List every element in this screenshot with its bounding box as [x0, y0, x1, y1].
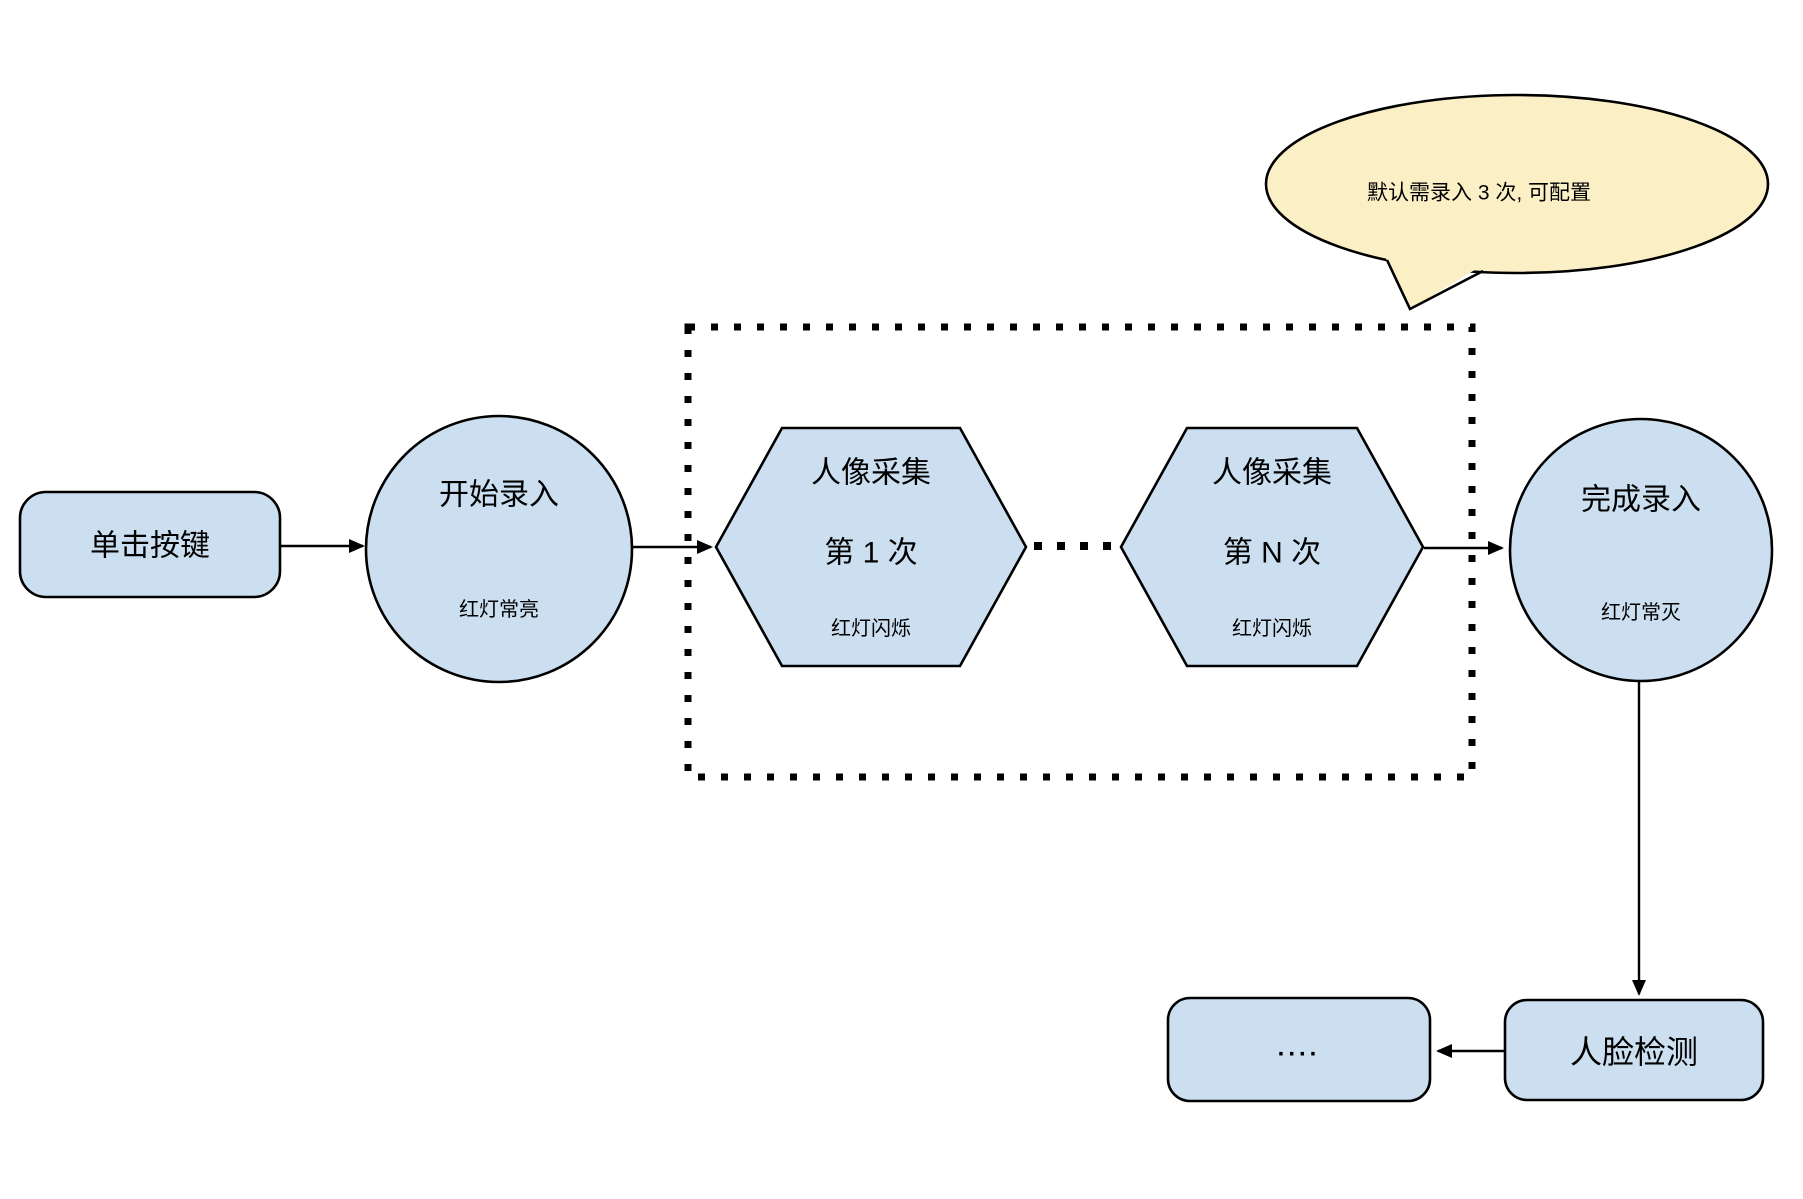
node-capture-first: [714, 426, 1028, 668]
node-continuation-label: ....: [1278, 1035, 1321, 1062]
node-capture-first-line2: 第 1 次: [824, 537, 917, 570]
callout-bubble: [1264, 93, 1770, 275]
callout-tail-fill: [1382, 250, 1488, 309]
node-click-button: [18, 490, 282, 599]
node-capture-first-line1: 人像采集: [811, 457, 931, 490]
node-start-enroll: [364, 414, 634, 684]
node-finish-enroll: [1508, 417, 1774, 683]
node-finish-enroll-label: 完成录入: [1581, 484, 1701, 517]
node-click-button-label: 单击按键: [90, 530, 210, 563]
node-capture-nth-line2: 第 N 次: [1223, 537, 1321, 570]
callout-tail-outline: [1385, 259, 1484, 311]
node-finish-enroll-sublabel: 红灯常灭: [1601, 601, 1681, 624]
node-start-enroll-label: 开始录入: [439, 479, 559, 512]
node-continuation: [1166, 996, 1432, 1103]
node-face-detection-label: 人脸检测: [1570, 1034, 1698, 1070]
node-start-enroll-sublabel: 红灯常亮: [459, 598, 539, 621]
node-capture-nth-sublabel: 红灯闪烁: [1232, 617, 1312, 640]
node-capture-nth-line1: 人像采集: [1212, 457, 1332, 490]
capture-loop-boundary: [684, 323, 1476, 781]
callout-text: 默认需录入 3 次, 可配置: [1367, 182, 1591, 205]
node-capture-first-sublabel: 红灯闪烁: [831, 617, 911, 640]
node-capture-nth: [1119, 426, 1425, 668]
